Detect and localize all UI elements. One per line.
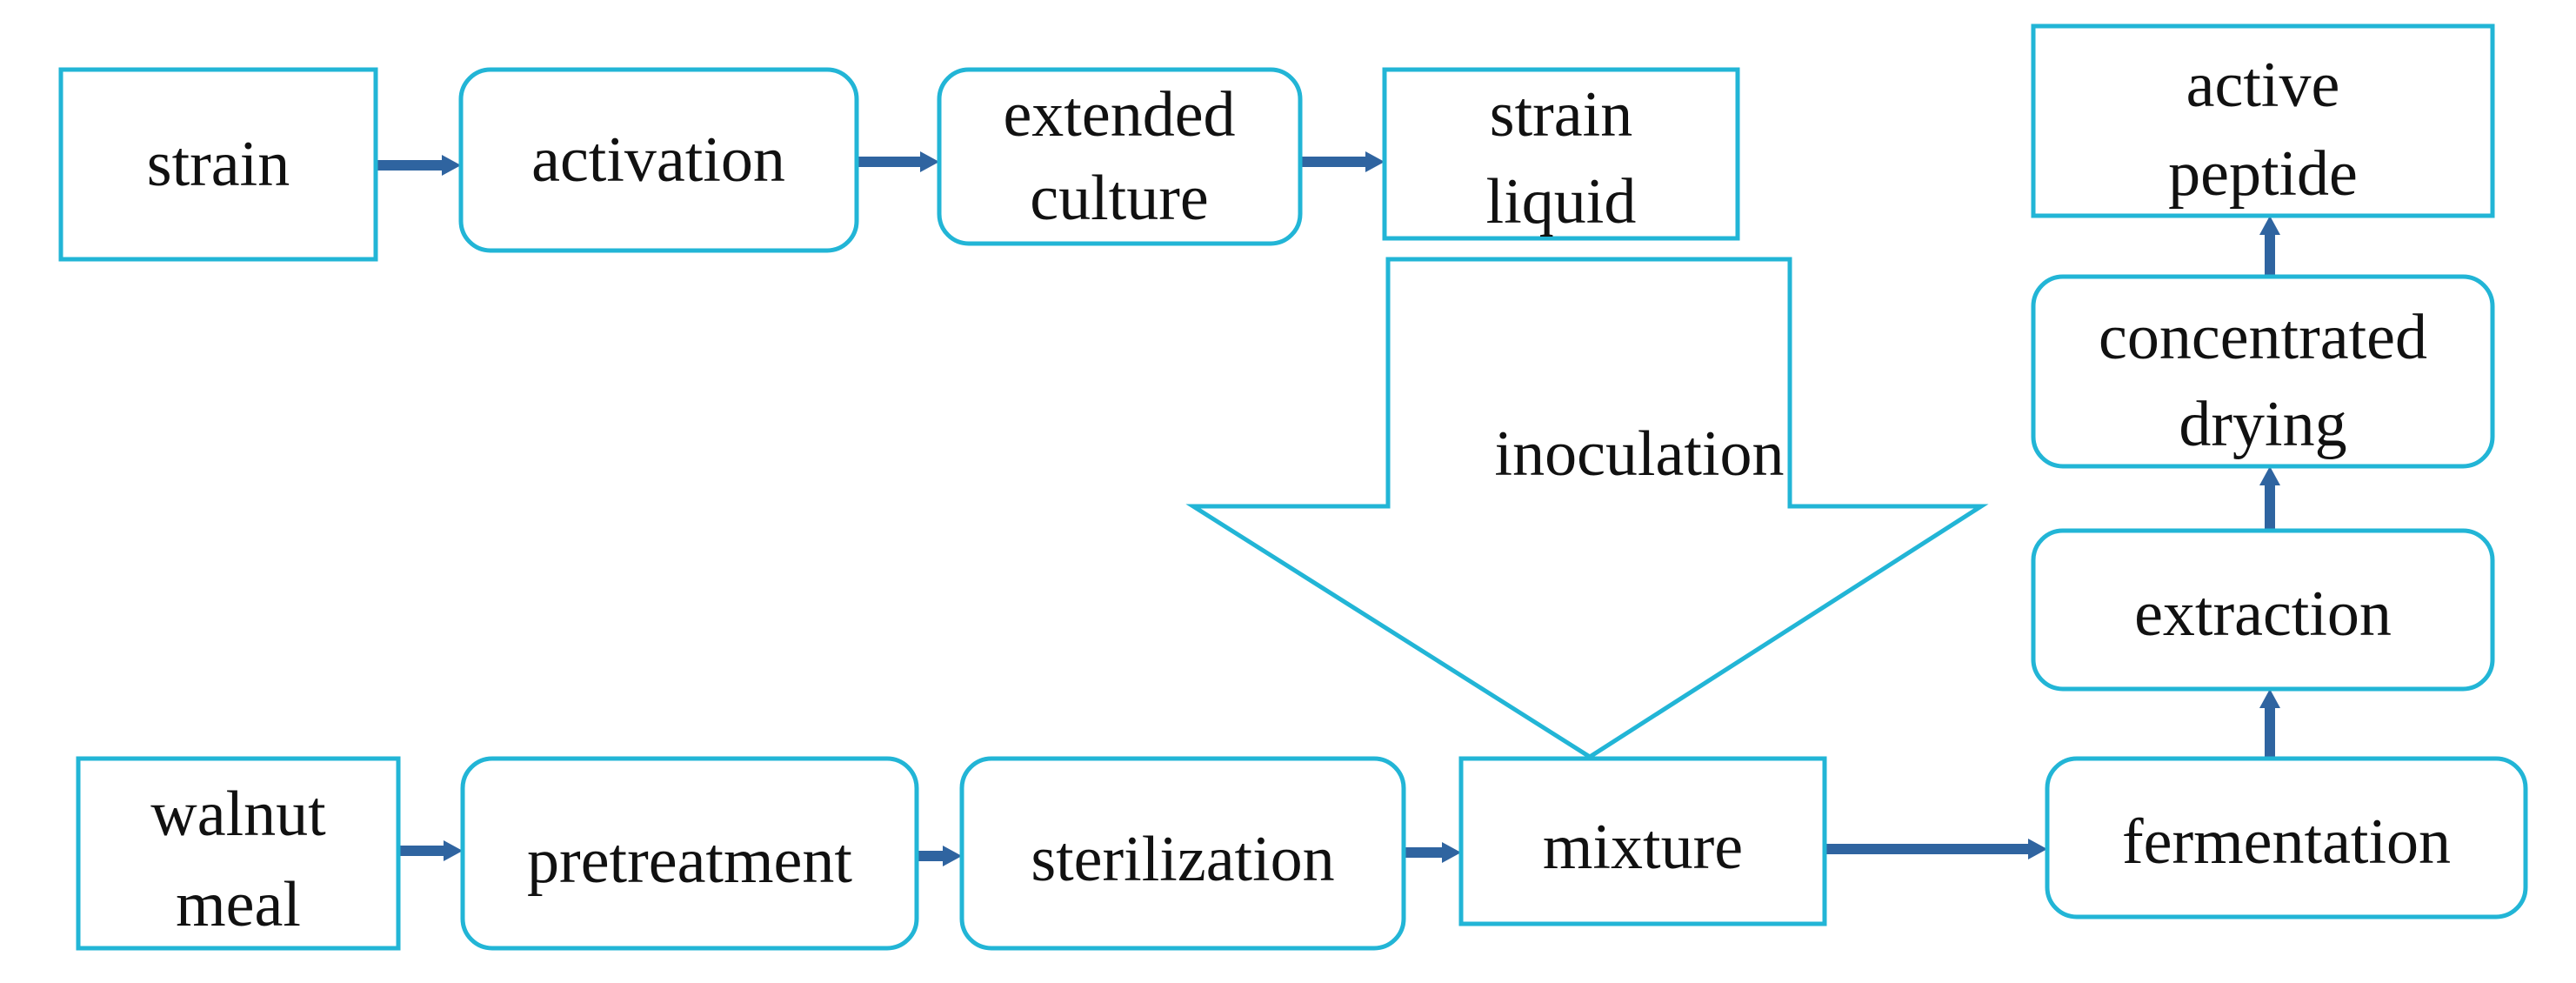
node-extraction-label: extraction — [2134, 578, 2392, 650]
node-sterilization: sterilization — [959, 756, 1406, 951]
node-active-peptide: active peptide — [2031, 23, 2495, 218]
arrow-concentrated-drying-to-active-peptide — [2259, 216, 2280, 277]
arrow-extended-culture-to-strain-liquid — [1300, 151, 1385, 172]
node-sterilization-label: sterilization — [1031, 824, 1334, 895]
arrows — [376, 151, 2280, 866]
arrow-sterilization-to-mixture — [1404, 842, 1461, 863]
node-mixture-label: mixture — [1543, 812, 1743, 883]
node-concentrated-drying: concentrated drying — [2031, 274, 2495, 469]
arrow-strain-to-activation — [376, 155, 461, 176]
node-fermentation-label: fermentation — [2122, 806, 2451, 878]
node-concentrated-drying-line2: drying — [2179, 389, 2346, 460]
arrow-walnut-meal-to-pretreatment — [398, 840, 463, 861]
node-strain-liquid-line2: liquid — [1486, 166, 1637, 237]
inoculation-label: inoculation — [1495, 418, 1785, 490]
node-walnut-meal: walnut meal — [76, 756, 401, 951]
arrow-fermentation-to-extraction — [2259, 689, 2280, 757]
node-extended-culture-line2: culture — [1030, 163, 1208, 234]
node-mixture: mixture — [1458, 756, 1827, 926]
node-strain-label: strain — [147, 129, 290, 200]
node-strain: strain — [58, 67, 378, 262]
arrow-extraction-to-concentrated-drying — [2259, 466, 2280, 531]
node-pretreatment-label: pretreatment — [527, 826, 852, 897]
arrow-pretreatment-to-sterilization — [917, 846, 962, 866]
node-extraction: extraction — [2031, 528, 2495, 692]
node-walnut-meal-line2: meal — [176, 869, 301, 940]
node-activation-label: activation — [531, 124, 785, 196]
node-active-peptide-line1: active — [2186, 50, 2340, 121]
node-strain-liquid: strain liquid — [1382, 67, 1740, 241]
node-strain-liquid-line1: strain — [1490, 79, 1632, 150]
node-pretreatment: pretreatment — [460, 756, 919, 951]
node-fermentation: fermentation — [2045, 756, 2528, 919]
node-walnut-meal-line1: walnut — [150, 779, 326, 850]
node-active-peptide-line2: peptide — [2168, 138, 2358, 210]
node-extended-culture: extended culture — [937, 67, 1303, 246]
node-extended-culture-line1: extended — [1003, 79, 1235, 150]
arrow-mixture-to-fermentation — [1825, 839, 2047, 859]
inoculation-arrow: inoculation — [1185, 257, 1989, 759]
node-concentrated-drying-line1: concentrated — [2099, 302, 2427, 373]
node-activation: activation — [458, 67, 859, 253]
arrow-activation-to-extended-culture — [857, 151, 939, 172]
